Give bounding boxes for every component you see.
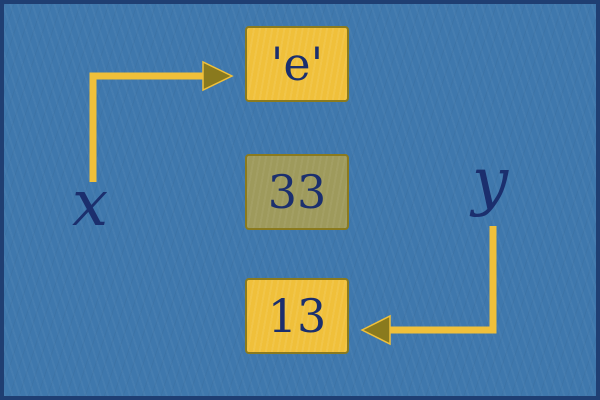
memory-box-e: 'e': [245, 26, 349, 102]
arrow-y-head: [360, 314, 391, 346]
memory-box-13: 13: [245, 278, 349, 354]
arrow-x-to-e: [89, 72, 206, 182]
arrow-x-head: [202, 60, 234, 92]
memory-box-value: 33: [267, 165, 327, 219]
memory-box-33: 33: [245, 154, 349, 230]
pointer-arrows: [89, 60, 497, 346]
variable-label-y: y: [472, 145, 509, 219]
memory-box-value: 'e': [270, 37, 324, 91]
variable-label-x: x: [72, 167, 109, 241]
arrow-y-to-13: [388, 226, 497, 334]
memory-box-value: 13: [267, 289, 327, 343]
